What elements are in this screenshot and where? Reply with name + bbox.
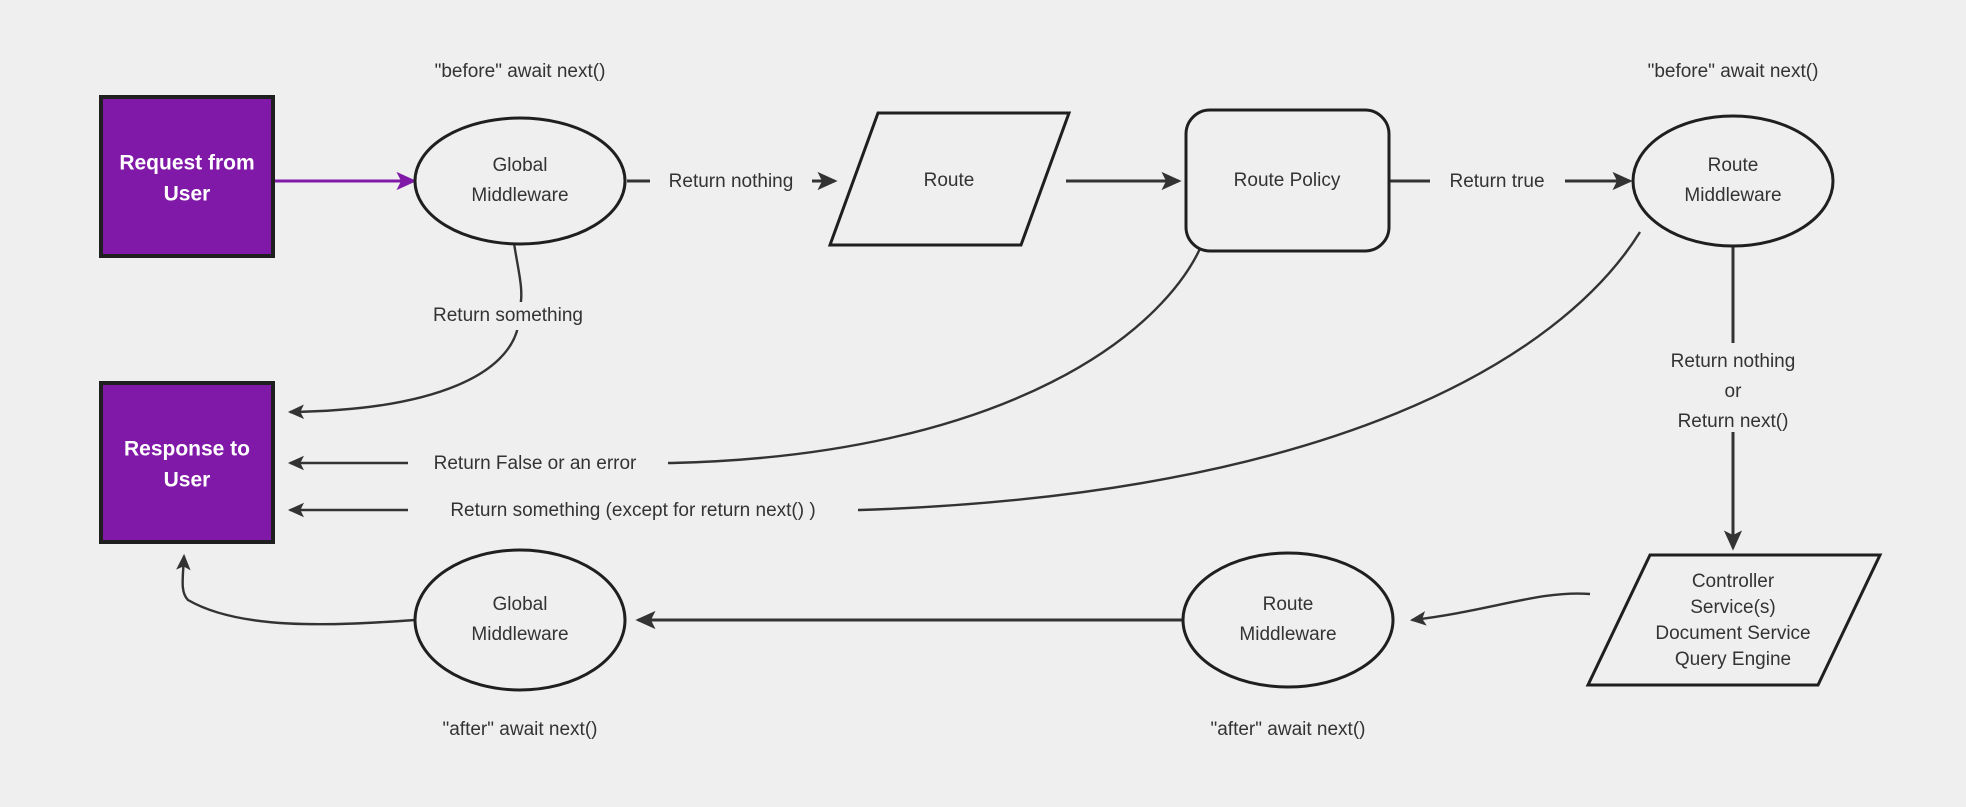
- annotation-before-await-next-right: "before" await next(): [1648, 61, 1819, 82]
- edge-label-return-nothing-or-next-bg: [1640, 344, 1830, 432]
- node-route-label: Route: [924, 170, 975, 191]
- node-handler[interactable]: [1585, 553, 1883, 687]
- node-global-middleware-top-line1: Global: [493, 155, 548, 176]
- node-global-middleware-bottom-line2: Middleware: [471, 624, 568, 645]
- node-response-to-user-line1: Response to: [124, 438, 250, 461]
- edge-global-return-something-upper: [512, 242, 523, 308]
- node-request-from-user[interactable]: [99, 95, 275, 258]
- edge-handler-to-route-middleware-bottom: [1409, 592, 1591, 626]
- edge-global-return-something-lower: [287, 326, 520, 420]
- node-route-policy-label: Route Policy: [1234, 170, 1341, 191]
- edge-policy-to-response-curve: [671, 236, 1207, 465]
- node-handler-line2: Service(s): [1690, 597, 1776, 618]
- node-handler-line4: Query Engine: [1675, 649, 1791, 670]
- node-route-middleware-bottom-line1: Route: [1263, 594, 1314, 615]
- node-response-to-user[interactable]: [99, 381, 275, 544]
- node-request-from-user-line1: Request from: [119, 152, 254, 175]
- edge-label-return-nothing-bg: [650, 167, 812, 195]
- node-route-middleware-bottom[interactable]: [1181, 551, 1395, 689]
- annotation-after-await-next-left: "after" await next(): [443, 719, 598, 740]
- node-response-to-user-line2: User: [164, 469, 211, 492]
- edge-label-return-something: Return something: [433, 305, 583, 326]
- edge-gm-bottom-to-response: [176, 553, 416, 626]
- node-route-middleware-top-line1: Route: [1708, 155, 1759, 176]
- edge-rm-to-response-curve: [859, 231, 1642, 512]
- edge-label-return-something-bg: [412, 302, 624, 330]
- node-route[interactable]: [827, 111, 1072, 247]
- edge-label-return-nothing-or-next-line2: or: [1725, 381, 1743, 402]
- node-handler-line1: Controller: [1692, 571, 1775, 592]
- edge-label-return-true-bg: [1430, 167, 1565, 195]
- node-global-middleware-bottom-line1: Global: [493, 594, 548, 615]
- edge-label-return-true: Return true: [1449, 171, 1544, 192]
- node-request-from-user-line2: User: [164, 183, 211, 206]
- annotation-after-await-next-right: "after" await next(): [1211, 719, 1366, 740]
- node-route-middleware-top[interactable]: [1631, 114, 1835, 248]
- node-global-middleware-bottom[interactable]: [413, 548, 627, 692]
- edge-label-return-nothing-or-next-line1: Return nothing: [1671, 351, 1796, 372]
- edge-label-return-something-except-next: Return something (except for return next…: [450, 500, 815, 521]
- node-route-middleware-bottom-line2: Middleware: [1239, 624, 1336, 645]
- edge-label-return-false-or-error: Return False or an error: [434, 453, 637, 474]
- annotation-before-await-next-left: "before" await next(): [435, 61, 606, 82]
- node-route-middleware-top-line2: Middleware: [1684, 185, 1781, 206]
- node-global-middleware-top-line2: Middleware: [471, 185, 568, 206]
- edge-label-return-nothing: Return nothing: [669, 171, 794, 192]
- edge-label-return-false-bg: [408, 449, 668, 477]
- node-global-middleware-top[interactable]: [413, 116, 627, 246]
- edge-label-return-something-except-bg: [408, 496, 858, 524]
- edge-label-return-nothing-or-next-line3: Return next(): [1678, 411, 1789, 432]
- node-handler-line3: Document Service: [1655, 623, 1810, 644]
- node-route-policy[interactable]: [1184, 108, 1391, 253]
